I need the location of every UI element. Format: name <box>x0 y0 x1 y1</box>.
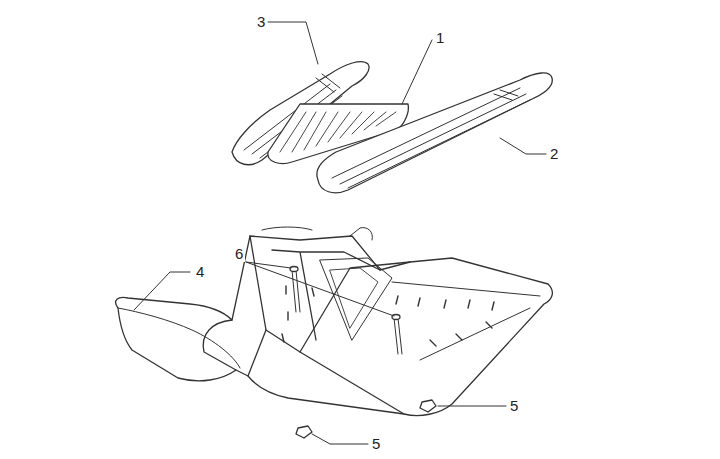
callout-number: 5 <box>508 398 520 414</box>
callout-number: 4 <box>194 264 206 280</box>
callout-number: 6 <box>233 246 245 262</box>
callout-number: 1 <box>434 30 446 46</box>
callout-number: 2 <box>548 146 560 162</box>
callout-number: 5 <box>370 436 382 452</box>
callout-number: 3 <box>255 14 267 30</box>
